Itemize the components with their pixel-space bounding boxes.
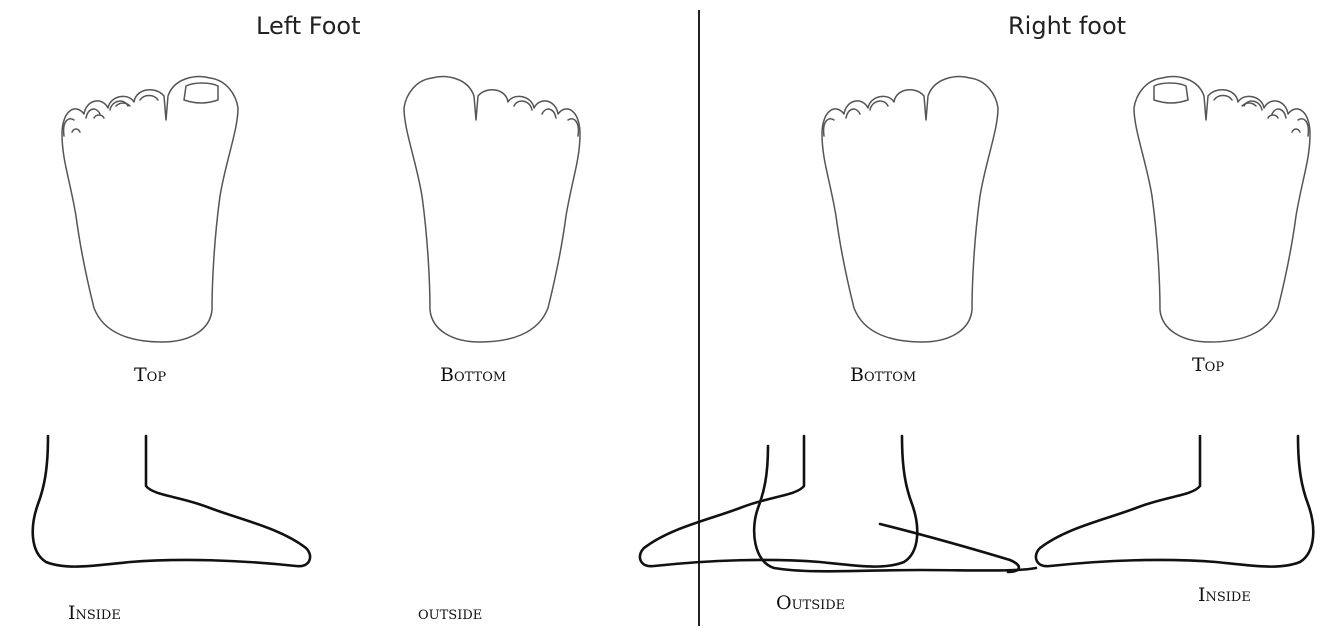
- right-foot-bottom-drawing: [822, 77, 998, 342]
- left-inside-label: Inside: [68, 602, 121, 624]
- left-bottom-label: Bottom: [440, 364, 506, 386]
- left-outside-label: outside: [418, 602, 482, 624]
- right-outside-label: Outside: [776, 592, 845, 614]
- left-foot-outside-drawing: [640, 436, 917, 567]
- right-foot-top-drawing: [1134, 77, 1310, 342]
- right-foot-inside-drawing: [1036, 436, 1313, 567]
- right-top-label: Top: [1192, 354, 1224, 376]
- left-top-label: Top: [134, 364, 166, 386]
- right-inside-label: Inside: [1198, 584, 1251, 606]
- left-foot-top-drawing: [62, 77, 238, 342]
- right-bottom-label: Bottom: [850, 364, 916, 386]
- left-foot-bottom-drawing: [404, 77, 580, 342]
- right-foot-outside-drawing: [754, 446, 1036, 572]
- left-foot-inside-drawing: [33, 436, 310, 567]
